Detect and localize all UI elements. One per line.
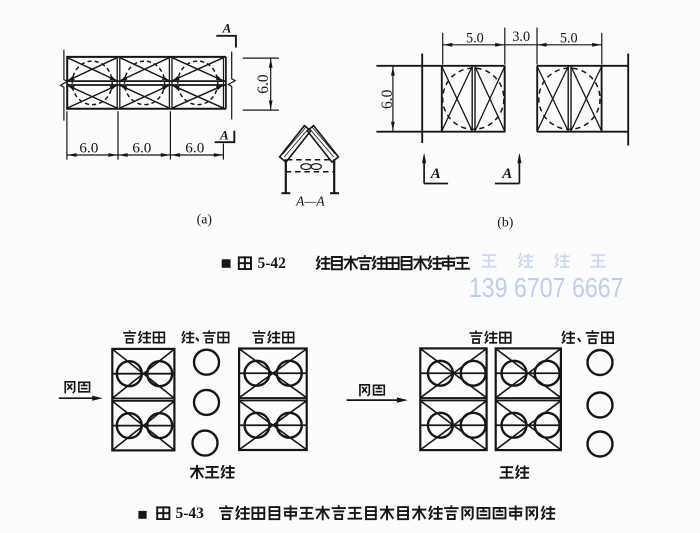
svg-text:5.0: 5.0 <box>466 31 484 47</box>
svg-text:A: A <box>430 166 441 182</box>
svg-text:6.0: 6.0 <box>185 140 204 157</box>
svg-text:(b): (b) <box>497 214 513 230</box>
svg-text:A—A: A—A <box>295 194 325 209</box>
svg-text:A: A <box>501 166 512 182</box>
svg-text:5-43: 5-43 <box>176 505 205 522</box>
svg-text:3.0: 3.0 <box>512 29 530 45</box>
svg-text:A: A <box>219 128 229 143</box>
svg-text:6.0: 6.0 <box>132 140 151 157</box>
svg-text:5-42: 5-42 <box>258 255 287 272</box>
svg-text:6.0: 6.0 <box>255 74 272 94</box>
svg-text:6.0: 6.0 <box>79 140 98 157</box>
svg-text:A: A <box>222 21 232 36</box>
svg-text:6.0: 6.0 <box>379 89 396 109</box>
svg-text:5.0: 5.0 <box>560 31 578 47</box>
svg-text:(a): (a) <box>197 211 212 227</box>
svg-text:139 6707 6667: 139 6707 6667 <box>469 272 624 303</box>
